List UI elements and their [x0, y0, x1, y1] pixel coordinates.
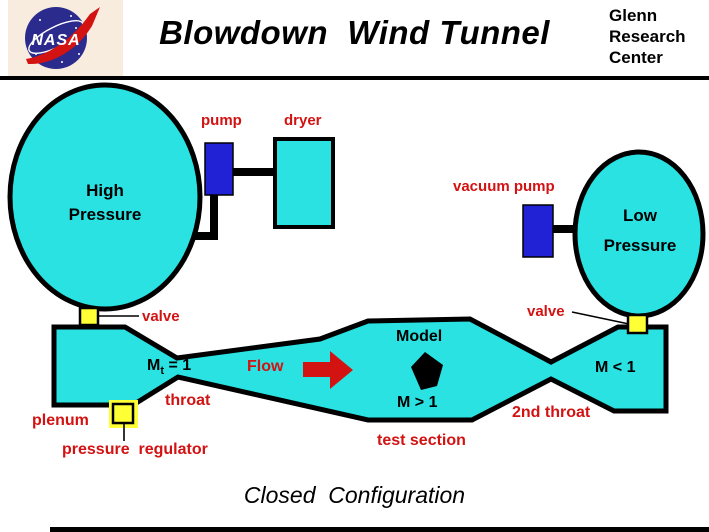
mach-exit-label: M < 1: [595, 359, 636, 376]
valve-left-label: valve: [142, 308, 180, 325]
vacuum-pump-label: vacuum pump: [453, 178, 555, 195]
valve-right-pointer-line: [571, 311, 630, 325]
nasa-logo-icon: NASA: [25, 7, 100, 69]
high-pressure-label-line2: Pressure: [68, 205, 142, 224]
dryer-label: dryer: [284, 112, 322, 129]
org-name: Glenn Research Center: [609, 5, 686, 68]
nasa-logo-wordmark: NASA: [31, 32, 80, 49]
low-pressure-label-line1: Low: [623, 206, 657, 225]
org-line: Research: [609, 27, 686, 46]
pressure-regulator-label: pressure regulator: [62, 441, 208, 458]
mach-throat-label: Mt = 1: [147, 357, 191, 377]
pump-block: [204, 142, 234, 196]
footer-divider: [50, 527, 709, 532]
test-section-label: test section: [377, 432, 466, 449]
pump-inlet-pipe: [194, 193, 218, 240]
throat-label: throat: [165, 392, 211, 409]
mach-test-section-label: M > 1: [397, 394, 438, 411]
page-title: Blowdown Wind Tunnel: [159, 14, 550, 51]
dryer-block: [273, 137, 335, 229]
pressure-regulator-block: [111, 402, 135, 425]
model-label: Model: [396, 328, 443, 345]
low-pressure-label-line2: Pressure: [603, 236, 677, 255]
nasa-logo-swoosh: [26, 7, 100, 65]
valve-left: [78, 306, 100, 327]
header-divider: [0, 76, 709, 80]
second-throat-label: 2nd throat: [512, 404, 591, 421]
valve-right: [626, 313, 649, 335]
mach-throat-base: M: [147, 357, 161, 374]
valve-right-label: valve: [527, 303, 565, 320]
high-pressure-label-line1: High: [86, 181, 124, 200]
high-pressure-tank: [7, 82, 203, 312]
model-marker: [411, 352, 443, 390]
vacuum-pump-block: [522, 204, 554, 258]
tunnel-body: [51, 316, 669, 423]
pump-label: pump: [201, 112, 242, 129]
configuration-caption: Closed Configuration: [243, 482, 466, 508]
flow-arrow-icon: [303, 351, 353, 389]
plenum-label: plenum: [32, 412, 89, 429]
mach-throat-eq: = 1: [164, 357, 192, 374]
org-line: Center: [609, 48, 663, 67]
mach-throat-subscript: t: [160, 365, 164, 377]
low-pressure-tank: [572, 149, 706, 319]
flow-label: Flow: [247, 358, 284, 375]
org-line: Glenn: [609, 6, 658, 25]
